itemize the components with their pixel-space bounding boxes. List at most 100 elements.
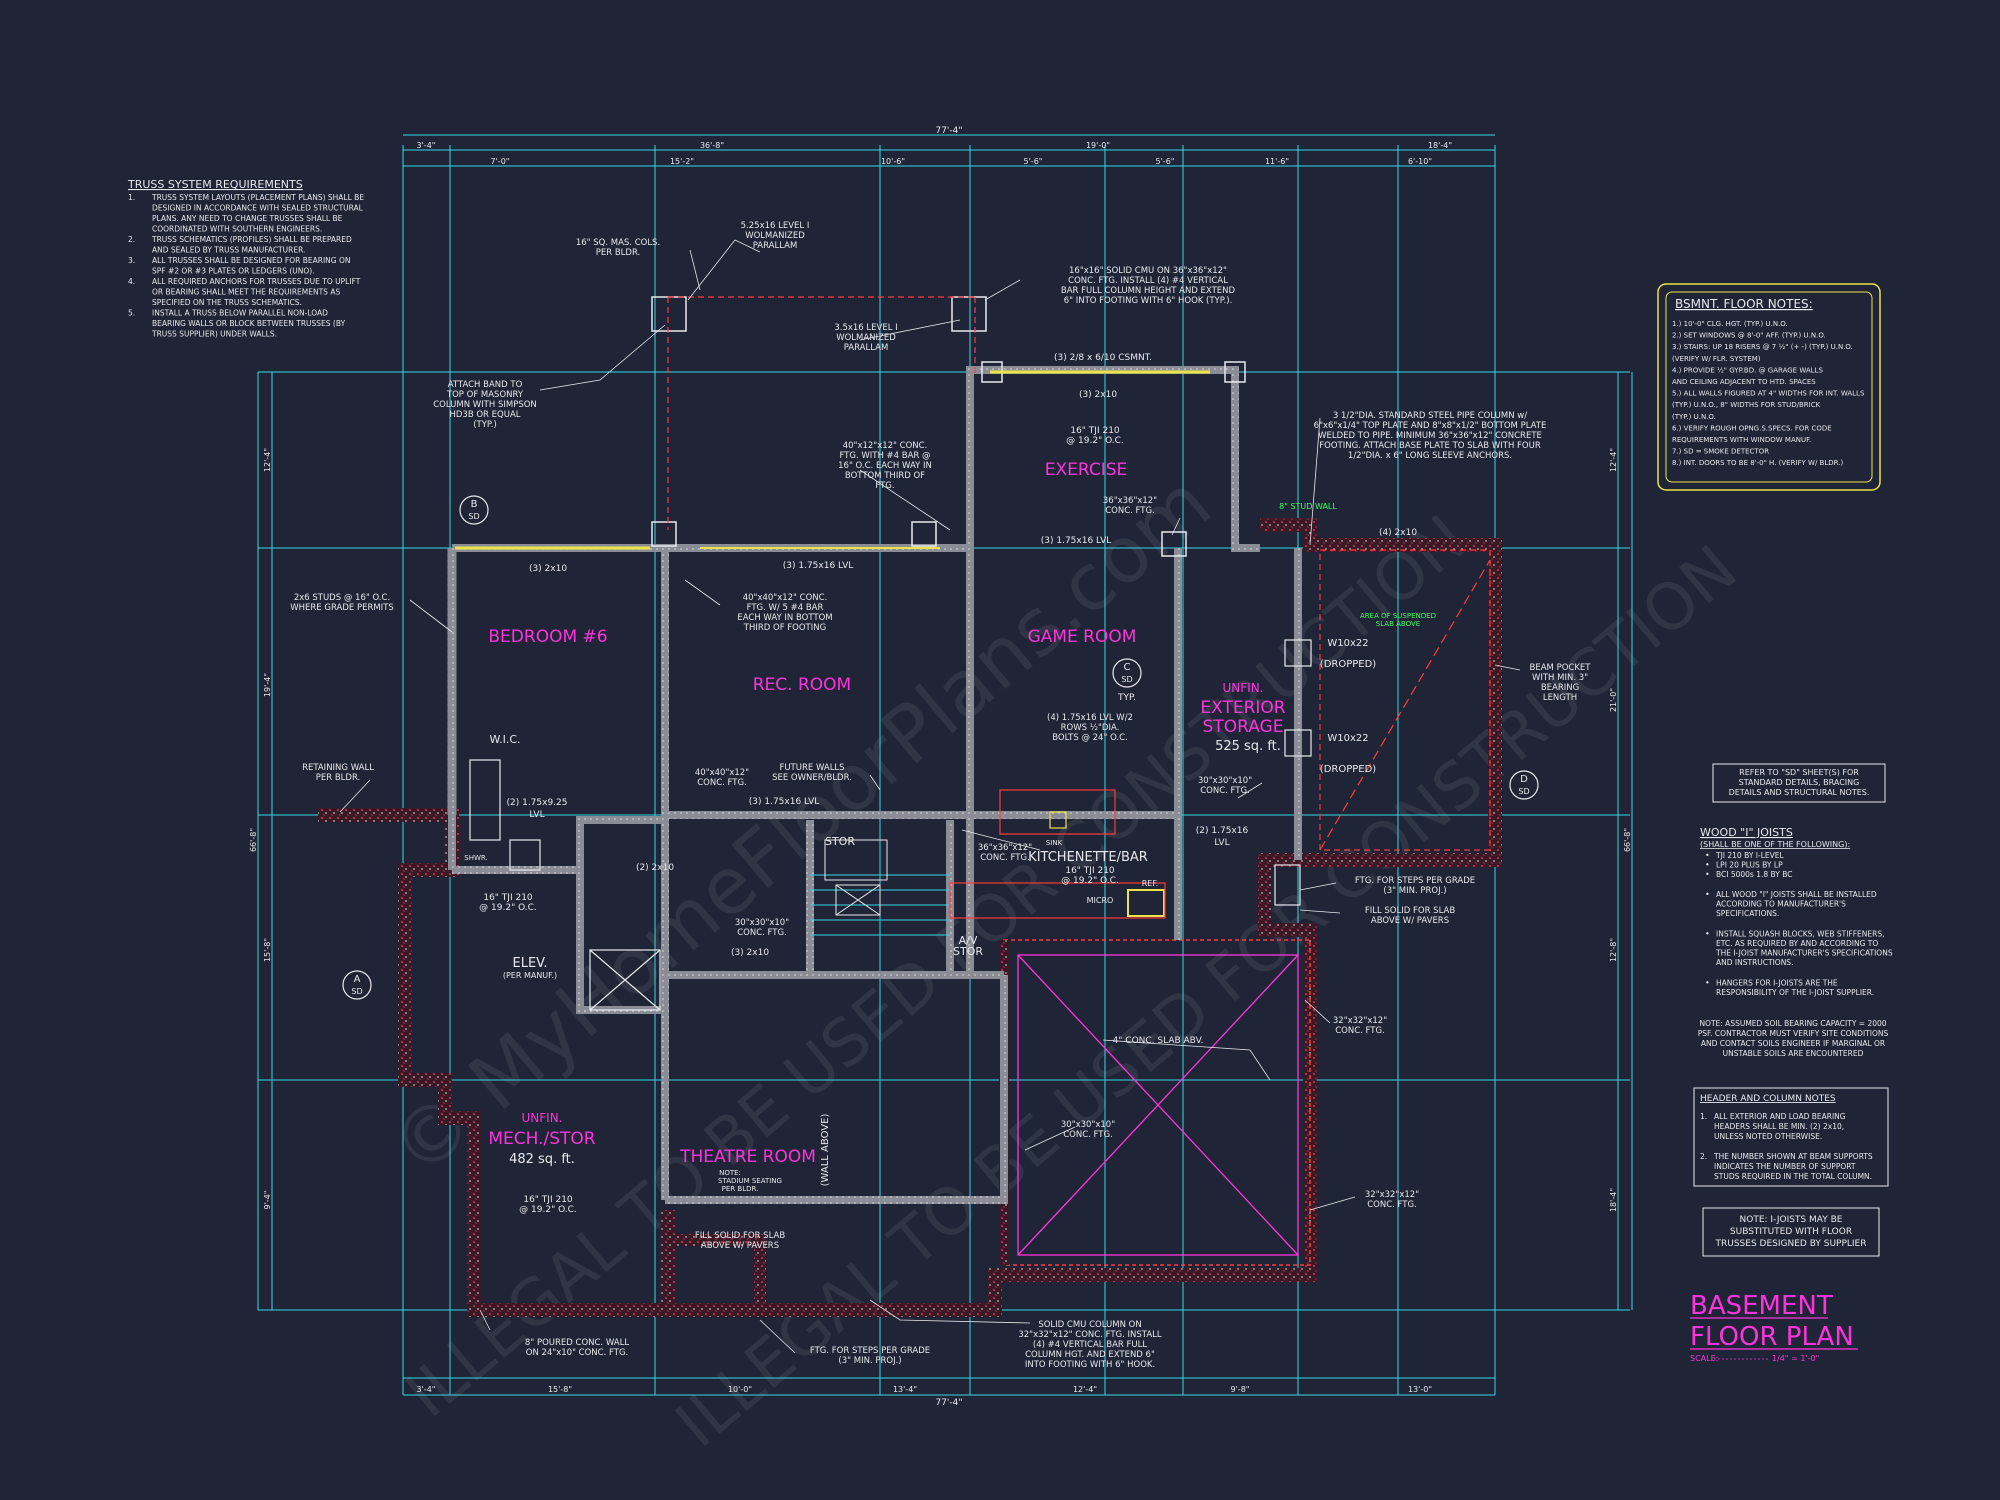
storage-area: 525 sq. ft. xyxy=(1215,739,1281,754)
header-note-number: 1. xyxy=(1700,1112,1707,1121)
dim-top-row3: 6'-10" xyxy=(1408,157,1432,166)
beam-label: @ 19.2" O.C. xyxy=(519,1205,577,1215)
marker-c-typ: TYP. xyxy=(1117,693,1136,703)
callout-line: WOLMANIZED xyxy=(836,333,896,343)
callout-line: FOOTING. ATTACH BASE PLATE TO SLAB WITH … xyxy=(1319,441,1541,451)
basement-note-line: 2.) SET WINDOWS @ 8'-0" AFF. (TYP.) U.N.… xyxy=(1672,332,1826,340)
callout-line: 5.25x16 LEVEL I xyxy=(741,221,810,231)
storage-line2: STORAGE xyxy=(1203,717,1284,737)
truss-item-line: INSTALL A TRUSS BELOW PARALLEL NON-LOAD xyxy=(152,309,328,318)
dim-bottom-row1: 13'-0" xyxy=(1408,1385,1432,1394)
callout-line: FTG. xyxy=(875,481,894,491)
truss-item-line: SPECIFIED ON THE TRUSS SCHEMATICS. xyxy=(152,298,302,307)
dim-left-seg: 9'-4" xyxy=(263,1191,272,1210)
dim-right-seg: 18'-4" xyxy=(1609,1188,1618,1212)
callout-line: WOLMANIZED xyxy=(745,231,805,241)
dim-left-seg: 15'-8" xyxy=(263,938,272,962)
callout-line: 16" O.C. EACH WAY IN xyxy=(838,461,932,471)
beam-label: LVL xyxy=(529,810,544,820)
truss-item-line: AND SEALED BY TRUSS MANUFACTURER. xyxy=(152,246,305,255)
truss-item-line: PLANS. ANY NEED TO CHANGE TRUSSES SHALL … xyxy=(152,214,343,223)
dimension-labels: 77'-4"3'-4"36'-8"19'-0"18'-4"7'-0"15'-2"… xyxy=(249,126,1632,1408)
section-markers: B SD A SD D SD C SD TYP. xyxy=(342,495,1539,1000)
room-rec: REC. ROOM xyxy=(753,675,851,695)
truss-item-line: BEARING WALLS OR BLOCK BETWEEN TRUSSES (… xyxy=(152,319,346,328)
dim-top-row2: 36'-8" xyxy=(700,141,724,150)
truss-item-number: 2. xyxy=(128,235,135,244)
joist-note-line: RESPONSIBILITY OF THE I-JOIST SUPPLIER. xyxy=(1716,988,1874,997)
callout-line: 32"x32"x12" xyxy=(1333,1016,1387,1026)
mech-unfin: UNFIN. xyxy=(522,1111,563,1125)
marker-c-circle xyxy=(1112,658,1142,688)
callout-line: FTG. WITH #4 BAR @ xyxy=(839,451,930,461)
basement-note-line: (TYP.) U.N.O., 8" WIDTHS FOR STUD/BRICK xyxy=(1672,401,1821,409)
soil-note: NOTE: ASSUMED SOIL BEARING CAPACITY = 20… xyxy=(1698,1019,1889,1058)
truss-item-line: TRUSS SUPPLIER) UNDER WALLS. xyxy=(151,330,277,339)
misc-fixtures xyxy=(469,549,1491,1011)
marker-a-circle xyxy=(342,970,372,1000)
beam-label: @ 19.2" O.C. xyxy=(479,903,537,913)
callout-line: 2x6 STUDS @ 16" O.C. xyxy=(294,593,390,603)
callout-line: BEARING xyxy=(1541,683,1579,693)
dim-bottom-row1: 15'-8" xyxy=(548,1385,572,1394)
joist-note-line: THE I-JOIST MANUFACTURER'S SPECIFICATION… xyxy=(1715,949,1893,958)
beam-dashed xyxy=(667,296,976,530)
room-bedroom: BEDROOM #6 xyxy=(488,627,607,647)
basement-note-line: 8.) INT. DOORS TO BE 8'-0" H. (VERIFY W/… xyxy=(1672,459,1843,467)
beam-label: (3) 2x10 xyxy=(1079,390,1117,400)
scale-value: 1/4" = 1'-0" xyxy=(1772,1354,1819,1363)
dim-top-row2: 19'-0" xyxy=(1086,141,1110,150)
callout-line: WHERE GRADE PERMITS xyxy=(290,603,394,613)
callout-line: 3 1/2"DIA. STANDARD STEEL PIPE COLUMN w/ xyxy=(1333,411,1527,421)
callout-line: 16" SQ. MAS. COLS. xyxy=(576,238,660,248)
callout-line: (3" MIN. PROJ.) xyxy=(838,1356,901,1366)
callout-line: 16"x16" SOLID CMU ON 36"x36"x12" xyxy=(1069,266,1227,276)
beam-label: (3) 2x10 xyxy=(529,564,567,574)
callout-line: CONC. FTG. xyxy=(737,928,787,938)
beam-label: (2) 1.75x9.25 xyxy=(506,798,567,808)
callout-line: LENGTH xyxy=(1543,693,1577,703)
basement-note-line: (TYP.) U.N.O. xyxy=(1672,413,1716,421)
truss-title: TRUSS SYSTEM REQUIREMENTS xyxy=(127,178,303,191)
basement-notes-box: BSMNT. FLOOR NOTES: 1.) 10'-0" CLG. HGT.… xyxy=(1657,283,1881,491)
header-note-line: ALL EXTERIOR AND LOAD BEARING xyxy=(1714,1112,1846,1121)
marker-b-letter: B xyxy=(471,499,478,510)
dim-bottom-row1: 10'-0" xyxy=(728,1385,752,1394)
truss-item-line: ALL REQUIRED ANCHORS FOR TRUSSES DUE TO … xyxy=(152,277,361,286)
label-elev: ELEV. xyxy=(512,956,547,971)
callout-line: SOLID CMU COLUMN ON xyxy=(1038,1320,1141,1330)
callout-line: FTG. FOR STEPS PER GRADE xyxy=(810,1346,930,1356)
joist-bullet: • xyxy=(1705,851,1710,860)
callout-line: 32"x32"x12" CONC. FTG. INSTALL xyxy=(1018,1330,1162,1340)
callout-line: CONC. FTG. xyxy=(1200,786,1250,796)
dim-right-seg: 12'-8" xyxy=(1609,938,1618,962)
callout-line: 8" POURED CONC. WALL xyxy=(525,1338,629,1348)
dim-left-overall: 66'-8" xyxy=(249,828,258,852)
joist-note-line: AND INSTRUCTIONS. xyxy=(1716,958,1793,967)
beam-label: 16" TJI 210 xyxy=(523,1195,573,1205)
callout-line: INTO FOOTING WITH 6" HOOK. xyxy=(1025,1360,1155,1370)
marker-b-circle xyxy=(459,495,489,525)
label-wic: W.I.C. xyxy=(489,733,520,746)
beam-label: (3) 1.75x16 LVL xyxy=(783,561,853,571)
label-shwr: SHWR. xyxy=(464,854,487,862)
truss-item-number: 5. xyxy=(128,309,135,318)
callout-line: BOTTOM THIRD OF xyxy=(845,471,925,481)
callout-line: (TYP.) xyxy=(473,420,497,430)
room-exercise: EXERCISE xyxy=(1045,460,1128,480)
title-block: BASEMENT FLOOR PLAN SCALE: 1/4" = 1'-0" xyxy=(1690,1291,1858,1363)
callout-line: RETAINING WALL xyxy=(302,763,374,773)
masonry-columns xyxy=(651,296,1246,557)
callout-line: ABOVE W/ PAVERS xyxy=(1371,916,1449,926)
truss-item-line: SPF #2 OR #3 PLATES OR LEDGERS (UNO). xyxy=(152,267,315,276)
header-note-number: 2. xyxy=(1700,1152,1707,1161)
label-elev-sub: (PER MANUF.) xyxy=(503,971,557,980)
truss-item-line: TRUSS SCHEMATICS (PROFILES) SHALL BE PRE… xyxy=(151,235,352,244)
scale-label: SCALE: xyxy=(1690,1354,1718,1363)
callout-line: CONC. FTG. INSTALL (4) #4 VERTICAL xyxy=(1068,276,1228,286)
joist-type: BCI 5000s 1.8 BY BC xyxy=(1716,870,1793,879)
label-area-slab-2: SLAB ABOVE xyxy=(1376,620,1420,628)
truss-item-number: 4. xyxy=(128,277,135,286)
refer-note-line: REFER TO "SD" SHEET(S) FOR xyxy=(1739,768,1859,777)
